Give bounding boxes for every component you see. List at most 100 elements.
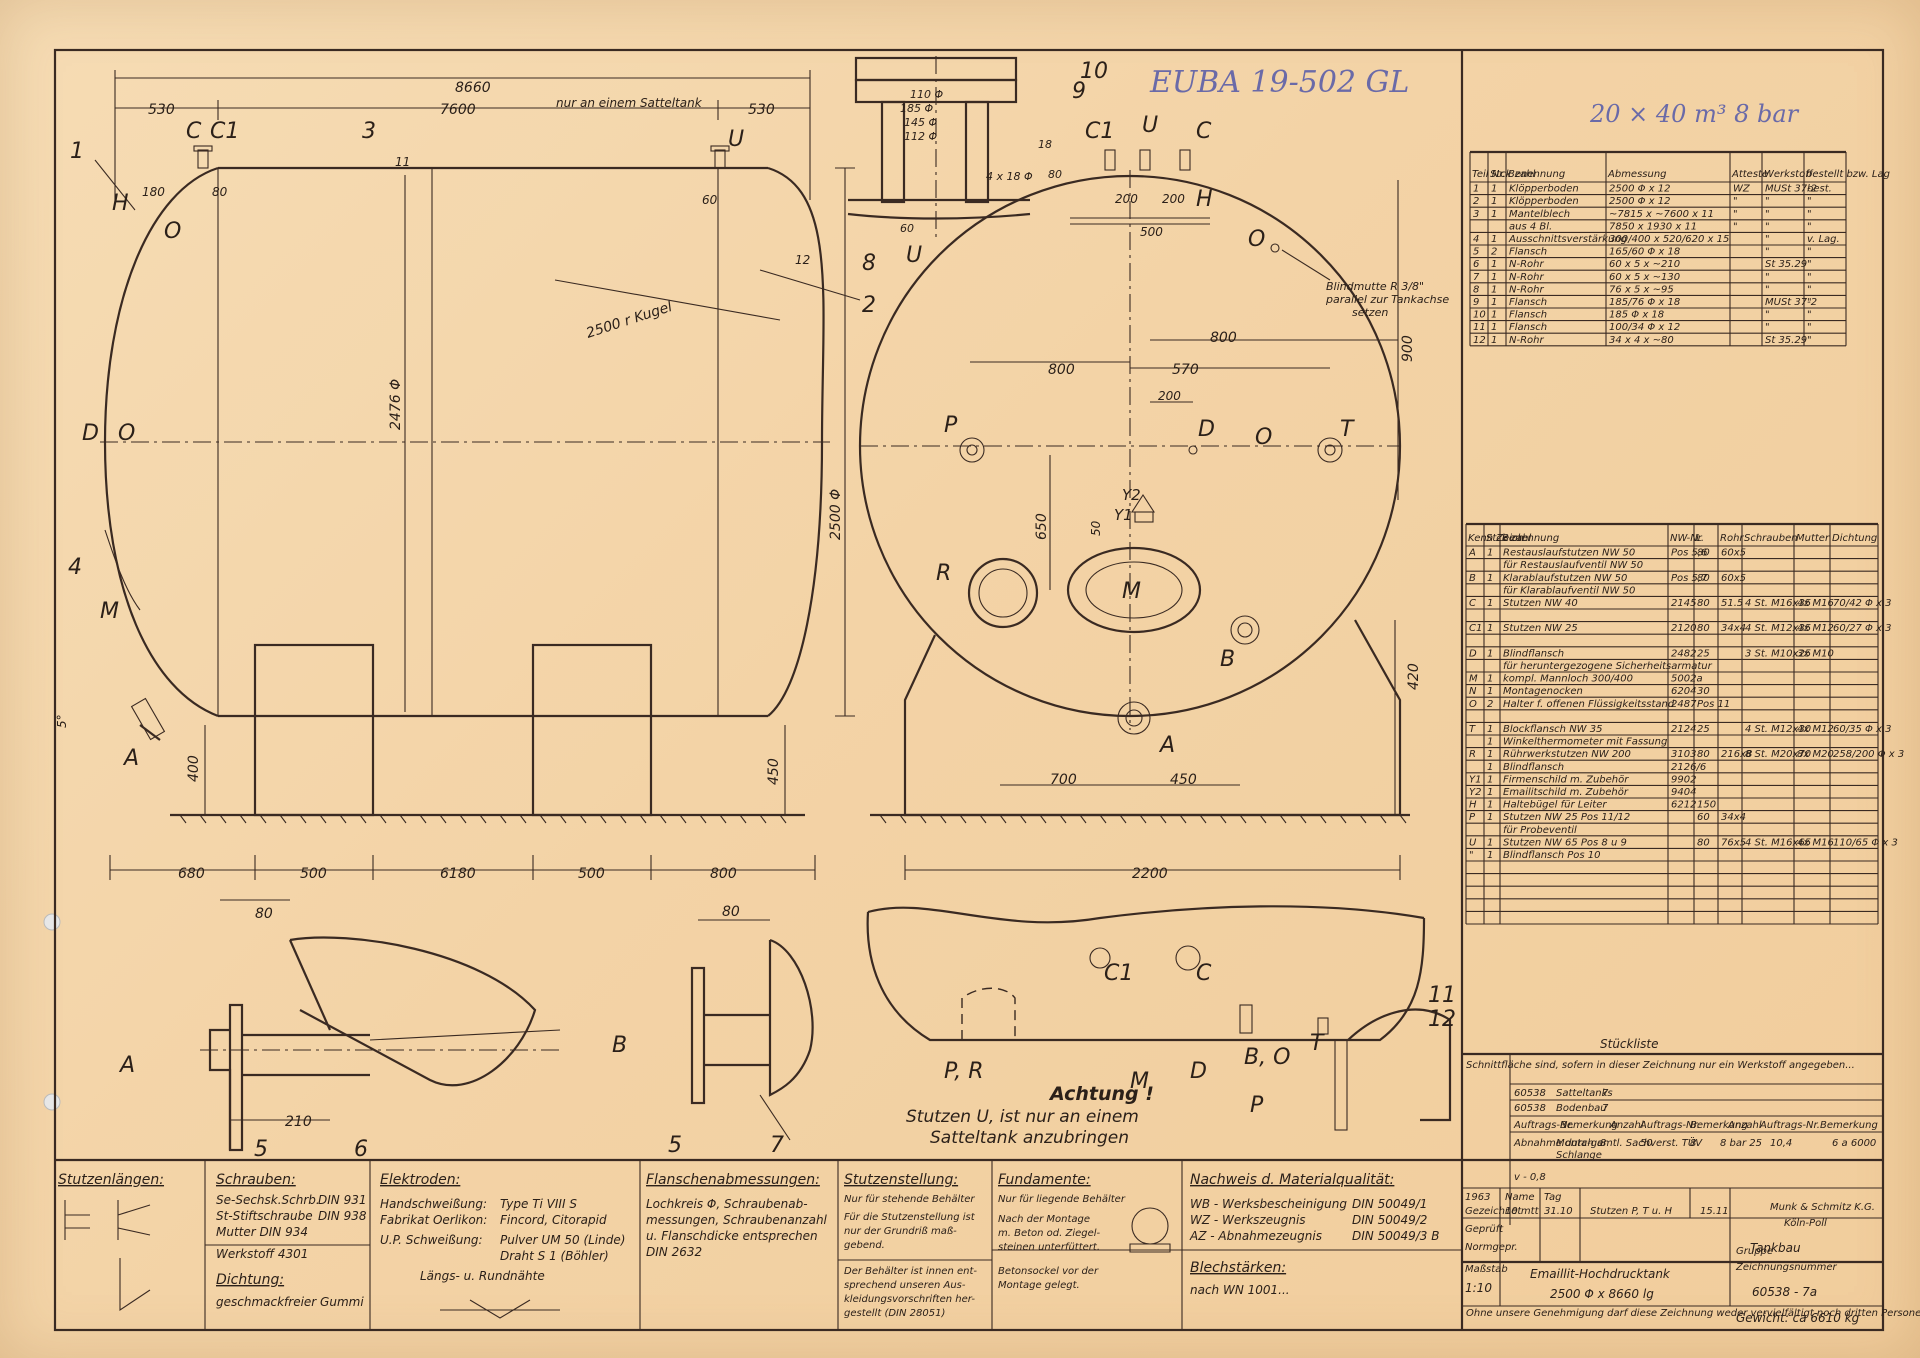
rev-n2: 31.10 (1544, 1206, 1573, 1217)
tuv-mont: Monta-ge (1556, 1138, 1603, 1149)
end-dim-650: 650 (1034, 513, 1050, 540)
drawing-number-value: 60538 - 7a (1752, 1285, 1817, 1299)
drawing-frame (53, 48, 1885, 1332)
detail-6-label: 6 (354, 1137, 368, 1162)
table-cell: 70/42 Φ x 3 (1833, 598, 1892, 609)
table-cell: MUSt 37-2 (1765, 297, 1817, 308)
detail-a-label: A (118, 1053, 135, 1078)
rev-gezeichnet: Gezeichnet (1465, 1206, 1522, 1217)
table-cell: 80 (1697, 837, 1710, 848)
dim-h400: 400 (186, 755, 202, 782)
table-cell: aus 4 Bl. (1509, 221, 1552, 232)
table-cell: Pos 11 (1697, 699, 1730, 710)
ref-row2-count: 7 (1602, 1103, 1609, 1114)
table-cell: 8 St. M20x70 (1745, 749, 1811, 760)
reference-block: Schnittfläche sind, sofern in dieser Zei… (1466, 1054, 1883, 1225)
table-cell: 300/400 x 520/620 x 15 (1609, 234, 1729, 245)
table-cell: MUSt 37-2 (1765, 184, 1817, 195)
nozzle-c1-label: C1 (210, 119, 239, 144)
table-cell: " (1807, 335, 1812, 346)
table-cell: 1 (1487, 837, 1493, 848)
table-cell: 1 (1487, 648, 1493, 659)
table-cell: 4x M16 (1797, 598, 1834, 609)
stellung-sub1: Nur für stehende Behälter (844, 1194, 975, 1205)
table-cell: " (1807, 310, 1812, 321)
table-cell: Rührwerkstutzen NW 200 (1503, 749, 1631, 760)
table-cell: 6204 (1671, 686, 1696, 697)
table-cell: 30 (1697, 686, 1710, 697)
ref-h1: Bemerkung (1560, 1120, 1618, 1131)
dim-b680: 680 (178, 866, 205, 882)
table-cell: 8 (1473, 284, 1479, 295)
dim-b800: 800 (710, 866, 737, 882)
table-cell: 1 (1487, 737, 1493, 748)
table-cell: 7850 x 1930 x 11 (1609, 221, 1697, 232)
table-cell: H (1469, 800, 1477, 811)
table-cell: 5 (1473, 247, 1479, 258)
table-cell: D (1469, 648, 1477, 659)
table-cell: 4x M12 (1797, 623, 1834, 634)
end-m-label: M (1122, 579, 1141, 604)
table-cell: 185 Φ x 18 (1609, 310, 1664, 321)
stellung-title: Stutzenstellung: (844, 1172, 958, 1188)
part-8-label: 8 (862, 251, 876, 276)
detail-7-label: 7 (770, 1133, 784, 1158)
table-cell: 80 (1697, 623, 1710, 634)
end-b-label: B (1220, 647, 1235, 672)
table-cell: " (1733, 221, 1738, 232)
tuv-c104: 10,4 (1770, 1138, 1792, 1149)
table-cell: 4 St. M16x65 (1745, 837, 1811, 848)
table-cell: 34x4 (1721, 623, 1746, 634)
table-cell: für Probeventil (1503, 825, 1577, 836)
holder-o-label: O (164, 219, 181, 244)
flansch-line3: DIN 2632 (646, 1245, 702, 1259)
table-cell: 1 (1487, 762, 1493, 773)
table-header-cell: bestellt bzw. Lag (1806, 169, 1890, 180)
elektroden-r0b: Type Ti VIII S (500, 1197, 577, 1211)
flange-u-label: U (906, 243, 922, 268)
table-cell: Y2 (1469, 787, 1481, 798)
blech-title: Blechstärken: (1190, 1260, 1286, 1276)
table-cell: T (1469, 724, 1476, 735)
table-header-cell: NW-Nr. (1670, 533, 1704, 544)
table-cell: 60 (1697, 812, 1710, 823)
table-cell: 5002a (1671, 674, 1703, 685)
bottom-t-label: T (1310, 1031, 1325, 1056)
ref-row1-desc: Satteltanks (1556, 1088, 1613, 1099)
bottom-12-label: 12 (1428, 1007, 1456, 1032)
weld-seam-icon (440, 1299, 560, 1319)
schrauben-title: Schrauben: (216, 1172, 296, 1188)
bottom-m-label: M (1130, 1069, 1149, 1094)
ref-h6: Auftrags-Nr. (1759, 1120, 1820, 1131)
stellung-l0: Für die Stutzenstellung ist (844, 1212, 976, 1223)
table-cell: 1 (1487, 548, 1493, 559)
tuv-v08: v - 0,8 (1514, 1172, 1546, 1183)
fundamente-l3: Betonsockel vor der (998, 1266, 1099, 1277)
table-header-cell: Atteste (1731, 169, 1768, 180)
table-cell: 100/34 Φ x 12 (1609, 322, 1680, 333)
dim-overall: 8660 (455, 80, 491, 96)
table-cell: Winkelthermometer mit Fassung (1503, 737, 1667, 748)
dim-b6180: 6180 (440, 866, 476, 882)
title-line2: 2500 Φ x 8660 lg (1550, 1287, 1654, 1301)
table-header-cell: Mutter (1796, 533, 1830, 544)
detail-5a-label: 5 (254, 1137, 268, 1162)
table-cell: 25 (1697, 724, 1710, 735)
table-cell: " (1807, 297, 1812, 308)
end-d-label: D (1198, 417, 1215, 442)
table-cell: " (1807, 196, 1812, 207)
tank-sketch-icon (1131, 1207, 1169, 1245)
company-name: Munk & Schmitz K.G. (1770, 1202, 1875, 1213)
elektroden-r1b: Fincord, Citorapid (500, 1213, 607, 1227)
end-r-label: R (936, 561, 951, 586)
dim-f60: 60 (900, 222, 914, 235)
table-cell: Emailitschild m. Zubehör (1503, 787, 1629, 798)
table-header-cell: Kenn Zeich. (1468, 533, 1527, 544)
table-cell: Mantelblech (1509, 209, 1570, 220)
table-cell: für heruntergezogene Sicherheitsarmatur (1503, 661, 1713, 672)
table-cell: Flansch (1509, 310, 1547, 321)
dim-f112: 112 Φ (904, 130, 937, 143)
table-cell: 3x M10 (1797, 648, 1834, 659)
massstab-label: Maßstab (1465, 1264, 1508, 1275)
